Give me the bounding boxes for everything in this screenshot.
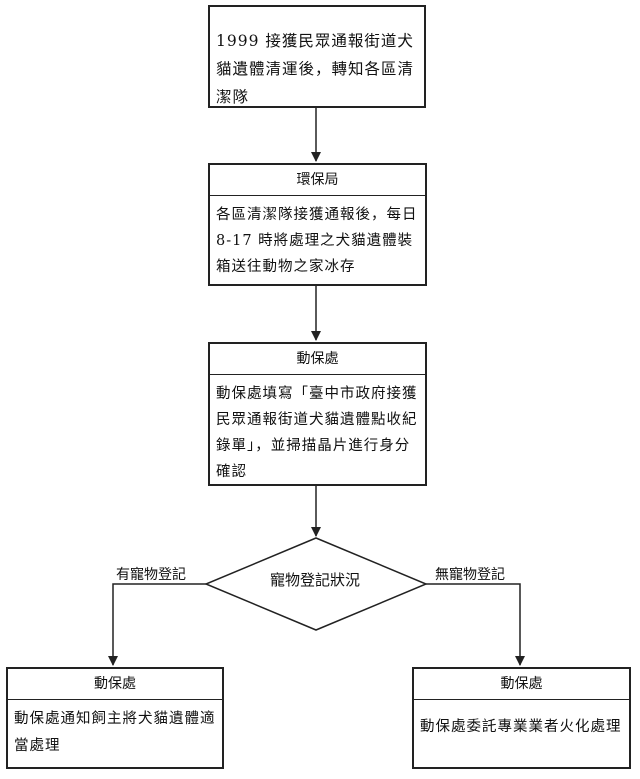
- report-step-box: 1999 接獲民眾通報街道犬貓遺體清運後，轉知各區清潔隊: [208, 5, 426, 108]
- epb-step-header: 環保局: [210, 165, 425, 196]
- unregistered-branch-label: 無寵物登記: [435, 567, 505, 583]
- apo-right-header: 動保處: [414, 669, 629, 700]
- apo-left-box: 動保處 動保處通知飼主將犬貓遺體適當處理: [6, 667, 224, 769]
- apo-left-header: 動保處: [8, 669, 222, 700]
- epb-step-text: 各區清潔隊接獲通報後，每日 8-17 時將處理之犬貓遺體裝箱送往動物之家冰存: [216, 207, 418, 275]
- registered-branch-label: 有寵物登記: [116, 567, 186, 583]
- apo-right-text: 動保處委託專業業者火化處理: [420, 719, 622, 735]
- apo-step-header: 動保處: [210, 344, 425, 375]
- apo-step-text: 動保處填寫「臺中市政府接獲民眾通報街道犬貓遺體點收紀錄單」，並掃描晶片進行身分確…: [216, 386, 418, 480]
- decision-label: 寵物登記狀況: [269, 571, 360, 589]
- epb-step-box: 環保局 各區清潔隊接獲通報後，每日 8-17 時將處理之犬貓遺體裝箱送往動物之家…: [208, 163, 427, 286]
- apo-right-box: 動保處 動保處委託專業業者火化處理: [412, 667, 631, 769]
- apo-left-text: 動保處通知飼主將犬貓遺體適當處理: [14, 711, 216, 754]
- arrow-registered-branch: [108, 583, 206, 666]
- arrow-unregistered-branch: [426, 583, 525, 666]
- apo-step-box: 動保處 動保處填寫「臺中市政府接獲民眾通報街道犬貓遺體點收紀錄單」，並掃描晶片進…: [208, 342, 427, 486]
- report-step-text: 1999 接獲民眾通報街道犬貓遺體清運後，轉知各區清潔隊: [216, 32, 415, 106]
